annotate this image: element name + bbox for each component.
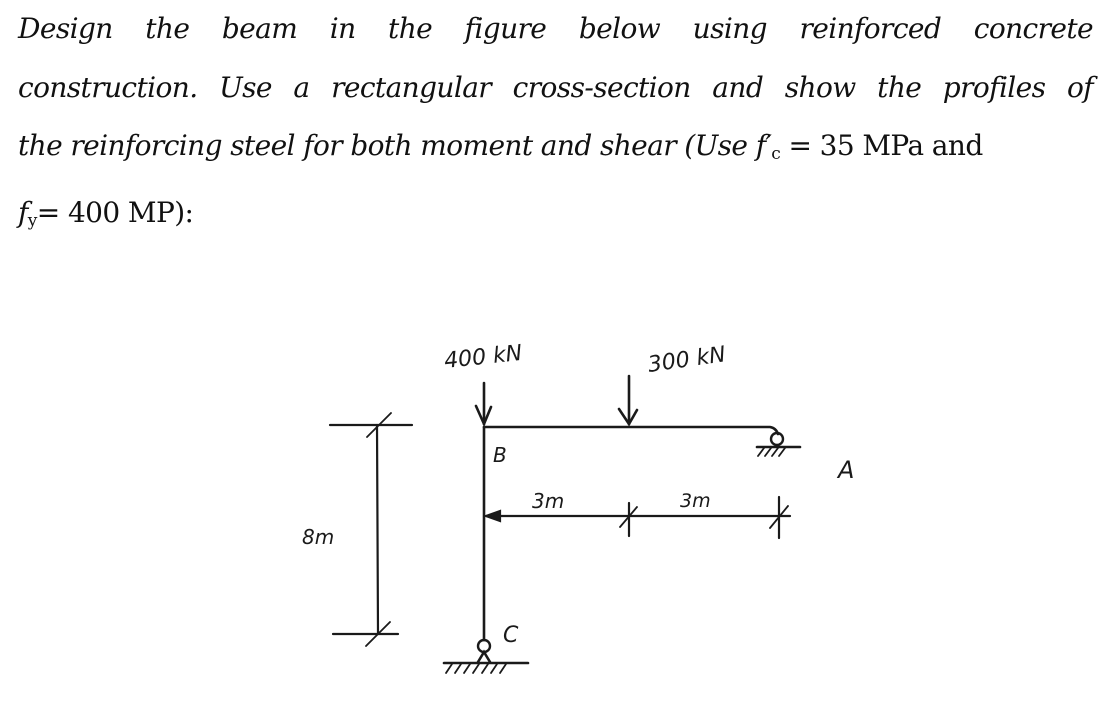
dim-span-right-label: 3m (680, 490, 711, 512)
support-a-roller (755, 431, 802, 457)
fc-subscript: c (771, 144, 781, 164)
vertical-dimension (328, 412, 414, 647)
node-b-label: B (493, 443, 507, 467)
support-c-pin (442, 638, 530, 674)
fy-subscript: y (27, 210, 38, 231)
dim-span-left-label: 3m (532, 489, 564, 513)
problem-line-4: fy= 400 MP): (18, 184, 1093, 251)
problem-line-3-text: the reinforcing steel for both moment an… (18, 129, 748, 162)
problem-line-2: construction. Use a rectangular cross-se… (18, 70, 1094, 104)
problem-line-1: Design the beam in the figure below usin… (18, 12, 1094, 45)
load-400kn-arrow (474, 381, 493, 428)
fy-value: = 400 MP): (36, 195, 194, 229)
fc-value: = 35 MPa and (788, 129, 983, 162)
load-300kn-label: 300 kN (646, 342, 727, 378)
problem-statement: Design the beam in the figure below usin… (18, 0, 1094, 251)
fc-symbol: f′ (755, 129, 772, 162)
dim-column-height-label: 8m (302, 525, 334, 549)
fy-symbol: f (18, 195, 28, 229)
problem-line-3: the reinforcing steel for both moment an… (18, 117, 1093, 184)
horizontal-dimension (482, 495, 792, 540)
load-400kn-label: 400 kN (443, 341, 523, 374)
node-c-label: C (503, 623, 519, 648)
beam-ba (482, 425, 780, 436)
node-a-label: A (836, 456, 854, 484)
load-300kn-arrow (617, 374, 639, 427)
